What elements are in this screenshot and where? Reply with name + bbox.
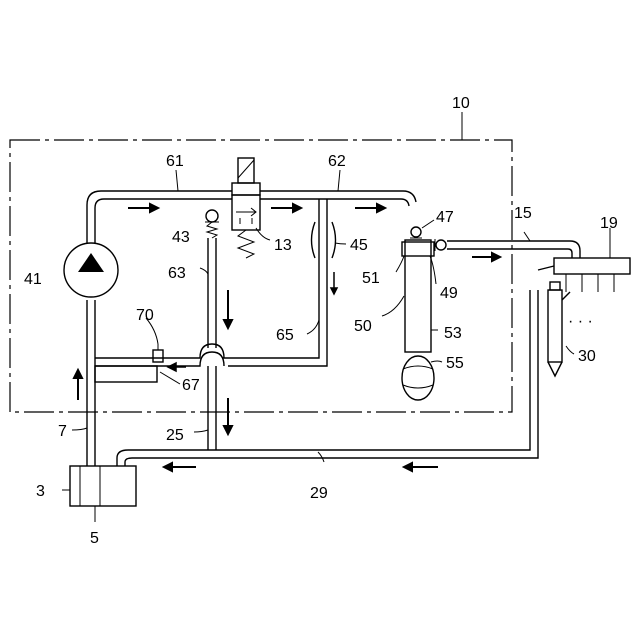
check-valve-49 xyxy=(435,239,446,251)
label-5: 5 xyxy=(90,530,99,547)
label-7: 7 xyxy=(58,423,67,440)
label-30: 30 xyxy=(578,348,596,365)
label-29: 29 xyxy=(310,485,328,502)
label-53: 53 xyxy=(444,325,462,342)
label-55: 55 xyxy=(446,355,464,372)
label-25: 25 xyxy=(166,427,184,444)
label-3: 3 xyxy=(36,483,45,500)
pipe-61 xyxy=(87,191,232,243)
label-65: 65 xyxy=(276,327,294,344)
label-50: 50 xyxy=(354,318,372,335)
leader-lines xyxy=(72,170,442,522)
check-valve-43 xyxy=(205,210,219,238)
pipe-62 xyxy=(260,191,416,206)
hp-pump-50 xyxy=(402,240,434,400)
pipe-15 xyxy=(447,232,580,258)
label-19: 19 xyxy=(600,215,618,232)
label-dots: · · · xyxy=(568,313,593,330)
pump-41 xyxy=(64,243,118,297)
label-67: 67 xyxy=(182,377,200,394)
label-63: 63 xyxy=(168,265,186,282)
label-47: 47 xyxy=(436,209,454,226)
label-45: 45 xyxy=(350,237,368,254)
label-51: 51 xyxy=(362,270,380,287)
label-13: 13 xyxy=(274,237,292,254)
label-10: 10 xyxy=(452,95,470,112)
label-41: 41 xyxy=(24,271,42,288)
label-15: 15 xyxy=(514,205,532,222)
label-62: 62 xyxy=(328,153,346,170)
label-61: 61 xyxy=(166,153,184,170)
label-49: 49 xyxy=(440,285,458,302)
check-valve-47 xyxy=(410,227,422,238)
pipe-65 xyxy=(222,199,327,366)
valve-70 xyxy=(153,344,163,362)
unit-boundary-10 xyxy=(10,140,512,412)
solenoid-valve-13 xyxy=(232,158,270,258)
pipe-63 xyxy=(200,238,216,348)
label-43: 43 xyxy=(172,229,190,246)
tank-3 xyxy=(62,466,136,506)
line-7 xyxy=(87,300,95,466)
throttle-45 xyxy=(312,222,347,258)
label-70: 70 xyxy=(136,307,154,324)
